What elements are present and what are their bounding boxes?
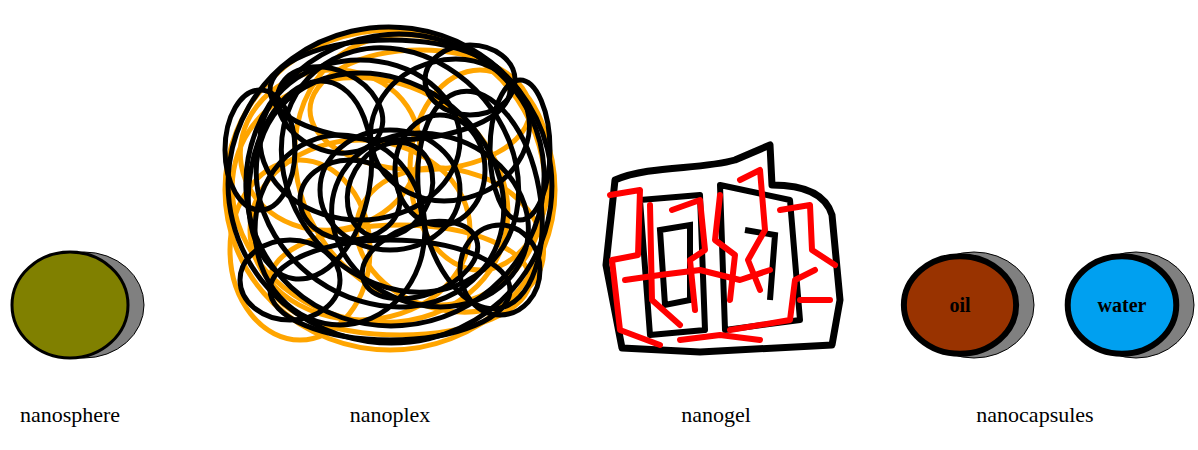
particle-type-label: nanocapsules <box>976 402 1093 428</box>
capsule-shell <box>1068 256 1177 354</box>
capsule-content-label: oil <box>949 294 970 317</box>
capsule-content-label: water <box>1098 294 1147 317</box>
particle-type-label: nanosphere <box>20 402 120 428</box>
particle-type-label: nanoplex <box>350 402 431 428</box>
particle-type-label: nanogel <box>681 402 751 428</box>
nanocapsule-core: water <box>1063 252 1181 358</box>
capsule-shell <box>904 256 1016 354</box>
nanocapsule-core: oil <box>899 252 1021 358</box>
